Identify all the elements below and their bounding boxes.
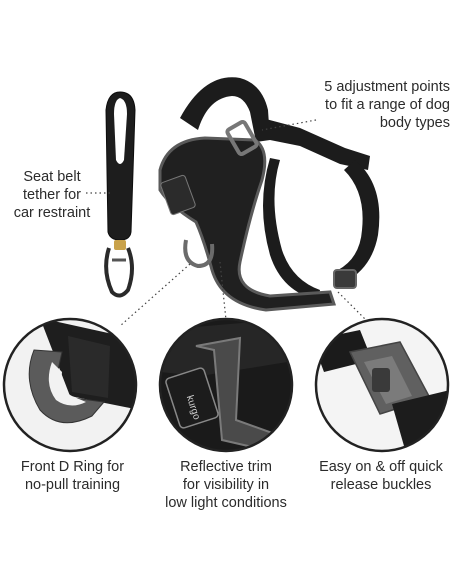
- tether-strap: [104, 91, 136, 298]
- caption-line: no-pull training: [24, 477, 121, 493]
- callout-line: to fit a range of dog: [325, 97, 450, 113]
- caption-reflective-trim: Reflective trim for visibility in low li…: [148, 458, 304, 512]
- harness-body: [158, 77, 380, 312]
- detail-circle-trim: kurgo: [158, 317, 294, 453]
- callout-seat-belt-tether: Seat belt tether for car restraint: [2, 168, 102, 222]
- callout-line: Seat belt: [23, 169, 81, 185]
- caption-line: low light conditions: [165, 495, 287, 511]
- detail-circle-buckle: [314, 317, 450, 453]
- caption-line: for visibility in: [182, 477, 270, 493]
- caption-line: Easy on & off quick: [319, 459, 443, 475]
- caption-d-ring: Front D Ring for no-pull training: [5, 458, 140, 494]
- caption-line: release buckles: [330, 477, 432, 493]
- detail-circle-d-ring: [2, 317, 138, 453]
- callout-line: car restraint: [13, 205, 91, 221]
- caption-line: Reflective trim: [180, 459, 272, 475]
- callout-line: body types: [379, 115, 450, 131]
- callout-lines: [86, 119, 369, 327]
- caption-line: Front D Ring for: [20, 459, 125, 475]
- callout-line: 5 adjustment points: [324, 79, 450, 95]
- callout-line: tether for: [22, 187, 82, 203]
- callout-adjustment-points: 5 adjustment points to fit a range of do…: [300, 78, 450, 132]
- caption-quick-release-buckles: Easy on & off quick release buckles: [308, 458, 452, 494]
